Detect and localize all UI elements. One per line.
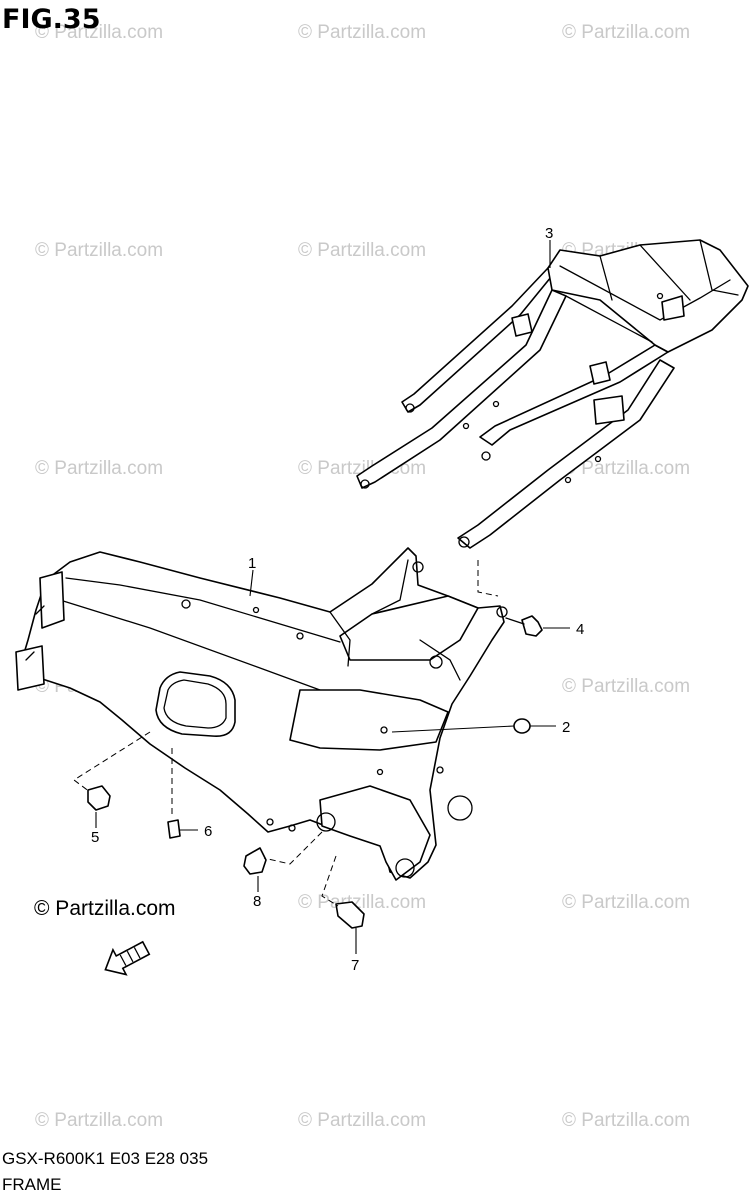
section-name: FRAME [2, 1175, 62, 1194]
watermark: © Partzilla.com [298, 1110, 426, 1131]
model-code: GSX-R600K1 E03 E28 035 [2, 1149, 208, 1168]
seat-rail-drawing [356, 239, 749, 549]
copyright-text: © Partzilla.com [34, 897, 176, 920]
callout-6: 6 [204, 823, 212, 840]
watermark: © Partzilla.com [298, 892, 426, 913]
callout-4: 4 [576, 621, 584, 638]
callout-7: 7 [351, 957, 359, 974]
watermark: © Partzilla.com [562, 1110, 690, 1131]
watermark: © Partzilla.com [562, 22, 690, 43]
nut-8-drawing [243, 847, 267, 875]
watermark: © Partzilla.com [35, 1110, 163, 1131]
callout-3: 3 [545, 225, 553, 242]
watermark: © Partzilla.com [298, 22, 426, 43]
fwd-arrow-icon [104, 940, 151, 976]
bolt-6-drawing [167, 819, 181, 839]
callout-8: 8 [253, 893, 261, 910]
watermark: © Partzilla.com [35, 458, 163, 479]
callout-2: 2 [562, 719, 570, 736]
plug-2-drawing [513, 718, 531, 734]
watermark: © Partzilla.com [35, 240, 163, 261]
watermark: © Partzilla.com [562, 892, 690, 913]
figure-title: FIG.35 [2, 4, 100, 35]
watermark: © Partzilla.com [562, 676, 690, 697]
bolt-4-drawing [505, 615, 543, 637]
callout-1: 1 [248, 555, 256, 572]
watermark: © Partzilla.com [298, 240, 426, 261]
watermark: © Partzilla.com [35, 22, 163, 43]
bush-5-drawing [87, 785, 111, 811]
watermark: © Partzilla.com [562, 458, 690, 479]
leader-lines [95, 240, 570, 954]
assembly-lines [73, 560, 499, 907]
grommet-7-drawing [335, 901, 365, 929]
callout-5: 5 [91, 829, 99, 846]
main-frame-drawing [15, 547, 508, 881]
